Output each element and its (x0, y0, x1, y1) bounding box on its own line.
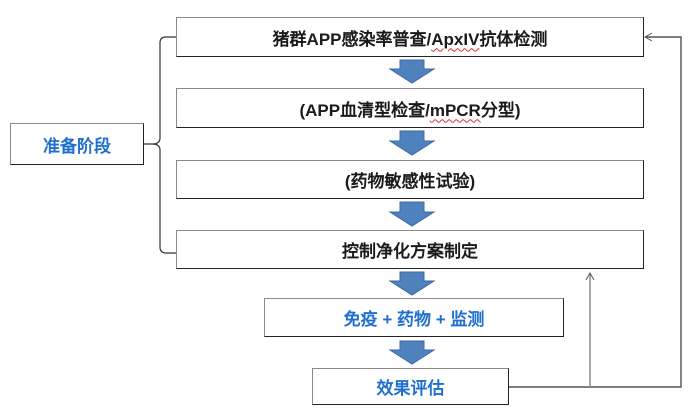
step-box-1: 猪群APP感染率普查/ApxIV抗体检测 (176, 17, 644, 57)
flow-arrow-icon-1 (388, 59, 436, 84)
feedback-arrowhead-icon-outer (643, 32, 653, 42)
evaluation-box: 效果评估 (312, 368, 509, 405)
step-3-text: (药物敏感性试验) (344, 172, 476, 191)
step-box-3: (药物敏感性试验) (176, 160, 644, 199)
evaluation-text: 效果评估 (376, 379, 445, 398)
spellcheck-marked-term: ApxIV (431, 29, 480, 49)
flow-arrow-icon-2 (388, 130, 436, 156)
action-text: 免疫 + 药物 + 监测 (343, 310, 485, 329)
feedback-line-outer (508, 36, 682, 388)
flow-arrow-icon-4 (388, 271, 436, 296)
step-box-2: (APP血清型检查/mPCR分型) (176, 88, 644, 128)
bracket-icon (143, 36, 176, 254)
flow-arrow-icon-3 (388, 201, 436, 227)
feedback-arrowhead-icon-inner (585, 271, 595, 281)
step-2-text: (APP血清型检查/mPCR分型) (299, 100, 521, 120)
step-4-text: 控制净化方案制定 (342, 242, 478, 261)
spellcheck-marked-term: mPCR (429, 100, 481, 120)
action-box: 免疫 + 药物 + 监测 (264, 298, 564, 337)
step-1-text: 猪群APP感染率普查/ApxIV抗体检测 (272, 29, 548, 49)
stage-label: 准备阶段 (43, 136, 111, 156)
stage-label-box: 准备阶段 (10, 123, 144, 165)
step-box-4: 控制净化方案制定 (176, 230, 644, 269)
flow-arrow-icon-5 (388, 340, 436, 365)
